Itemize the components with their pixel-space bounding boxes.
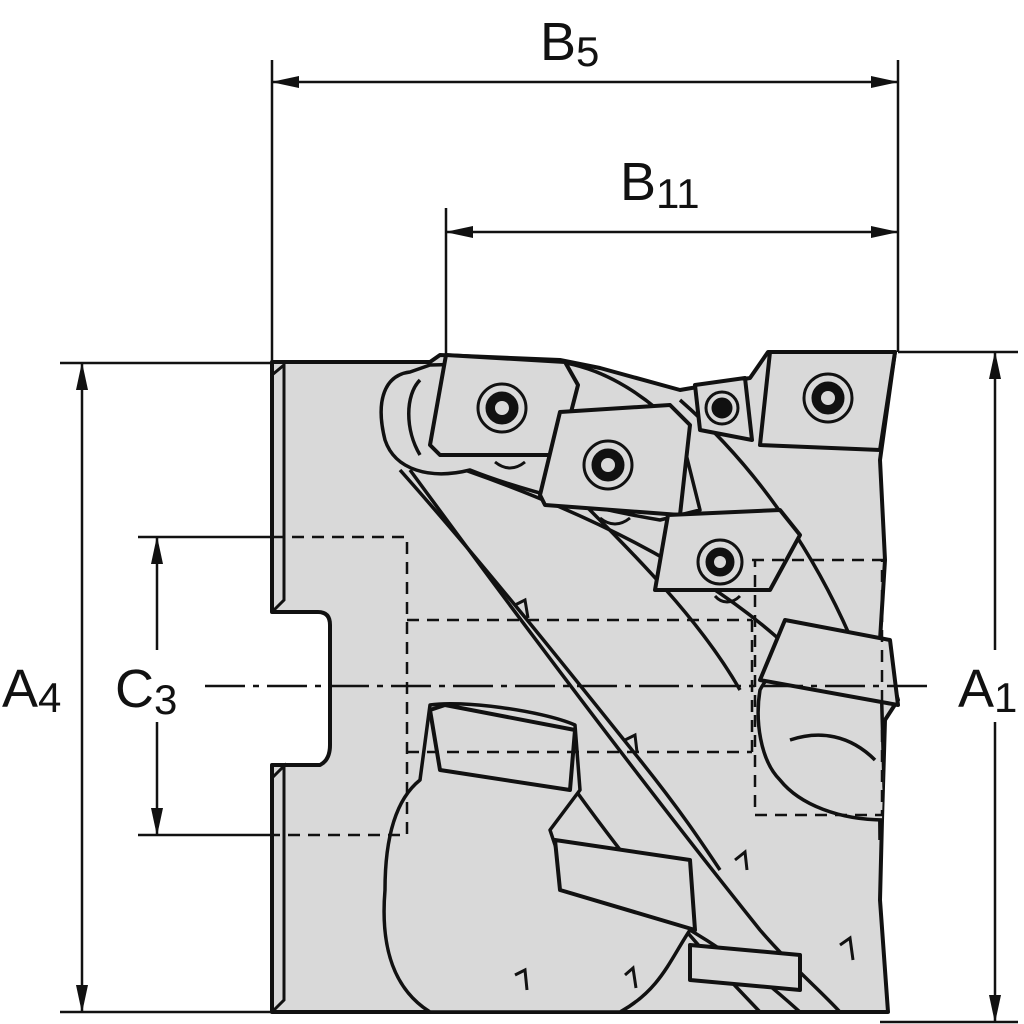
insert-7: [553, 838, 697, 932]
flute-notches: [494, 460, 855, 991]
body-shoulder-top: [270, 361, 286, 614]
insert-5: [758, 618, 900, 707]
hidden-counterbore: [752, 558, 884, 817]
chip-pocket-top-inner: [407, 378, 422, 456]
label-bg-a1: [955, 650, 1024, 722]
chip-pocket-bottom: [382, 701, 692, 1012]
torx-screw-icon: [582, 439, 634, 491]
label-a4: A4: [2, 659, 61, 721]
label-a1: A1: [958, 659, 1017, 721]
label-c3: C3: [115, 659, 177, 723]
torx-screw-icon: [696, 538, 744, 586]
label-bg-c3: [110, 650, 200, 722]
cutter-body: [270, 350, 900, 1014]
body-shoulder-bottom: [270, 762, 286, 1014]
flute-1: [408, 468, 842, 1012]
insert-8: [688, 943, 802, 992]
torx-screw-icon: [476, 382, 528, 434]
label-b5: B5: [540, 12, 599, 75]
label-b11: B11: [620, 152, 700, 217]
torx-screw-icon: [704, 390, 740, 426]
label-bg-a4: [2, 650, 80, 722]
torx-screw-icon: [802, 372, 854, 424]
chip-pocket-right-inner: [789, 733, 877, 762]
flute-2: [398, 468, 722, 871]
insert-screws: [476, 372, 854, 586]
insert-6: [428, 703, 577, 792]
